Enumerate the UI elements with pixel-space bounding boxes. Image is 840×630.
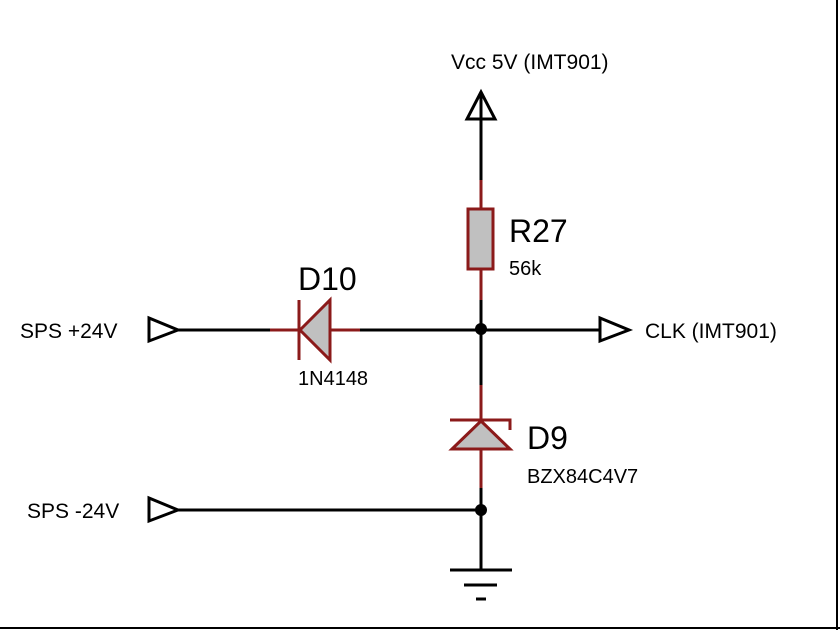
resistor-body-icon xyxy=(466,207,495,271)
port-triangle-icon xyxy=(147,315,183,344)
zener-diode-icon xyxy=(448,418,514,451)
resistor-r27[interactable] xyxy=(466,180,495,300)
sps-pos-label: SPS +24V xyxy=(20,320,117,343)
d9-ref: D9 xyxy=(527,420,568,456)
ground-icon xyxy=(450,568,512,601)
r27-value: 56k xyxy=(509,258,542,280)
port-clk[interactable] xyxy=(598,315,634,344)
d9-value: BZX84C4V7 xyxy=(527,466,638,488)
diode-icon xyxy=(297,296,332,364)
d10-value: 1N4148 xyxy=(298,368,368,390)
clk-label: CLK (IMT901) xyxy=(645,320,777,343)
port-triangle-icon xyxy=(598,315,634,344)
port-triangle-icon xyxy=(147,495,183,524)
r27-ref: R27 xyxy=(509,213,568,249)
vcc-power-symbol[interactable] xyxy=(464,88,498,180)
zener-cathode-bar xyxy=(450,418,512,430)
diode-d10[interactable] xyxy=(270,296,360,364)
sps-neg-label: SPS -24V xyxy=(27,500,119,523)
junction-dot xyxy=(475,504,487,516)
port-sps-neg[interactable] xyxy=(147,495,183,524)
zener-diode-d9[interactable] xyxy=(448,385,514,488)
d10-ref: D10 xyxy=(298,261,357,297)
vcc-label: Vcc 5V (IMT901) xyxy=(451,51,609,74)
port-sps-pos[interactable] xyxy=(147,315,183,344)
